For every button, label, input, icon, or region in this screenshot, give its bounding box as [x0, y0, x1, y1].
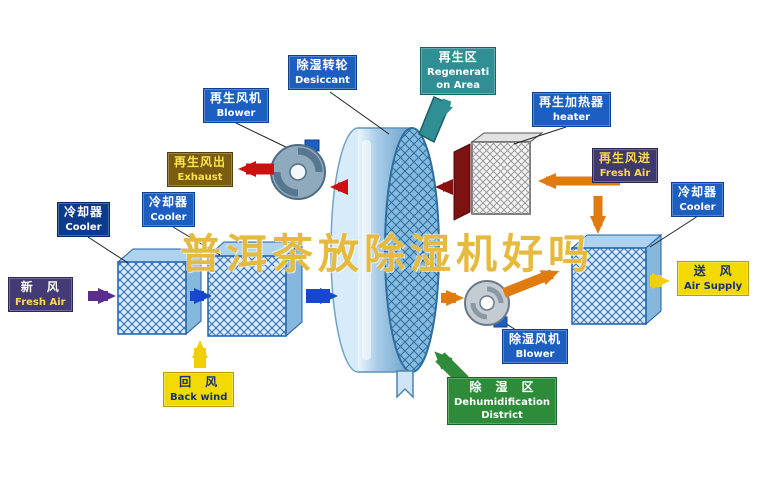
connector-lines — [87, 91, 699, 331]
label-cooler-left-outer-zh: 冷却器 — [64, 205, 104, 219]
label-desiccant-zh: 除湿转轮 — [296, 58, 349, 72]
label-desiccant: 除湿转轮 Desiccant — [288, 55, 357, 90]
label-back-wind: 回 风 Back wind — [163, 372, 235, 407]
label-regen-heater-zh: 再生加热器 — [539, 95, 605, 109]
heat-exchanger-block-middle — [206, 240, 304, 338]
arrow-regen-area — [437, 98, 453, 122]
wheel-ribbon — [396, 370, 414, 399]
label-regen-area-en: Regenerati — [427, 66, 490, 78]
label-cooler-left-inner-en: Cooler — [150, 211, 187, 223]
label-regen-area-en2: on Area — [436, 79, 480, 91]
regen-heater-block — [453, 132, 544, 221]
label-regen-in-en: Fresh Air — [599, 167, 651, 179]
label-cooler-left-outer: 冷却器 Cooler — [57, 202, 111, 237]
label-back-wind-en: Back wind — [170, 391, 228, 403]
label-dehum-blower-zh: 除湿风机 — [509, 332, 562, 346]
label-dehum-district: 除 湿 区 Dehumidification District — [447, 377, 558, 425]
label-cooler-right: 冷却器 Cooler — [671, 182, 725, 217]
label-regen-area-zh: 再生区 — [438, 50, 478, 64]
label-regen-heater-en: heater — [552, 111, 591, 123]
label-cooler-right-zh: 冷却器 — [678, 185, 718, 199]
label-regen-area: 再生区 Regenerati on Area — [420, 47, 497, 95]
label-cooler-left-inner: 冷却器 Cooler — [142, 192, 196, 227]
label-dehum-district-en2: District — [481, 409, 523, 421]
label-regen-out-en: Exhaust — [177, 171, 223, 183]
label-back-wind-zh: 回 风 — [179, 375, 219, 389]
label-regen-out: 再生风出 Exhaust — [167, 152, 234, 187]
arrow-fan2-to-cooler — [502, 269, 560, 298]
label-fresh-air: 新 风 Fresh Air — [8, 277, 73, 312]
label-cooler-left-outer-en: Cooler — [65, 221, 102, 233]
watermark-text: 普洱茶放除湿机好吗 — [180, 230, 594, 278]
dehum-fan — [464, 280, 510, 328]
label-dehum-blower-en: Blower — [515, 348, 555, 360]
label-regen-blower: 再生风机 Blower — [203, 88, 270, 123]
label-fresh-air-en: Fresh Air — [15, 296, 66, 308]
label-regen-blower-en: Blower — [216, 107, 256, 119]
regen-fan — [270, 139, 326, 200]
label-dehum-district-zh: 除 湿 区 — [469, 380, 535, 394]
label-cooler-right-en: Cooler — [679, 201, 716, 213]
label-cooler-left-inner-zh: 冷却器 — [149, 195, 189, 209]
label-fresh-air-zh: 新 风 — [20, 280, 60, 294]
heat-exchanger-block-right — [570, 233, 663, 326]
label-air-supply-en: Air Supply — [684, 280, 743, 292]
label-desiccant-en: Desiccant — [295, 74, 350, 86]
label-regen-blower-zh: 再生风机 — [210, 91, 263, 105]
label-regen-heater: 再生加热器 heater — [532, 92, 612, 127]
label-regen-in-zh: 再生风进 — [599, 151, 652, 165]
label-air-supply: 送 风 Air Supply — [677, 261, 750, 296]
label-regen-out-zh: 再生风出 — [174, 155, 227, 169]
label-dehum-blower: 除湿风机 Blower — [502, 329, 569, 364]
label-regen-in: 再生风进 Fresh Air — [592, 148, 659, 183]
label-air-supply-zh: 送 风 — [693, 264, 733, 278]
label-dehum-district-en: Dehumidification — [454, 396, 551, 408]
